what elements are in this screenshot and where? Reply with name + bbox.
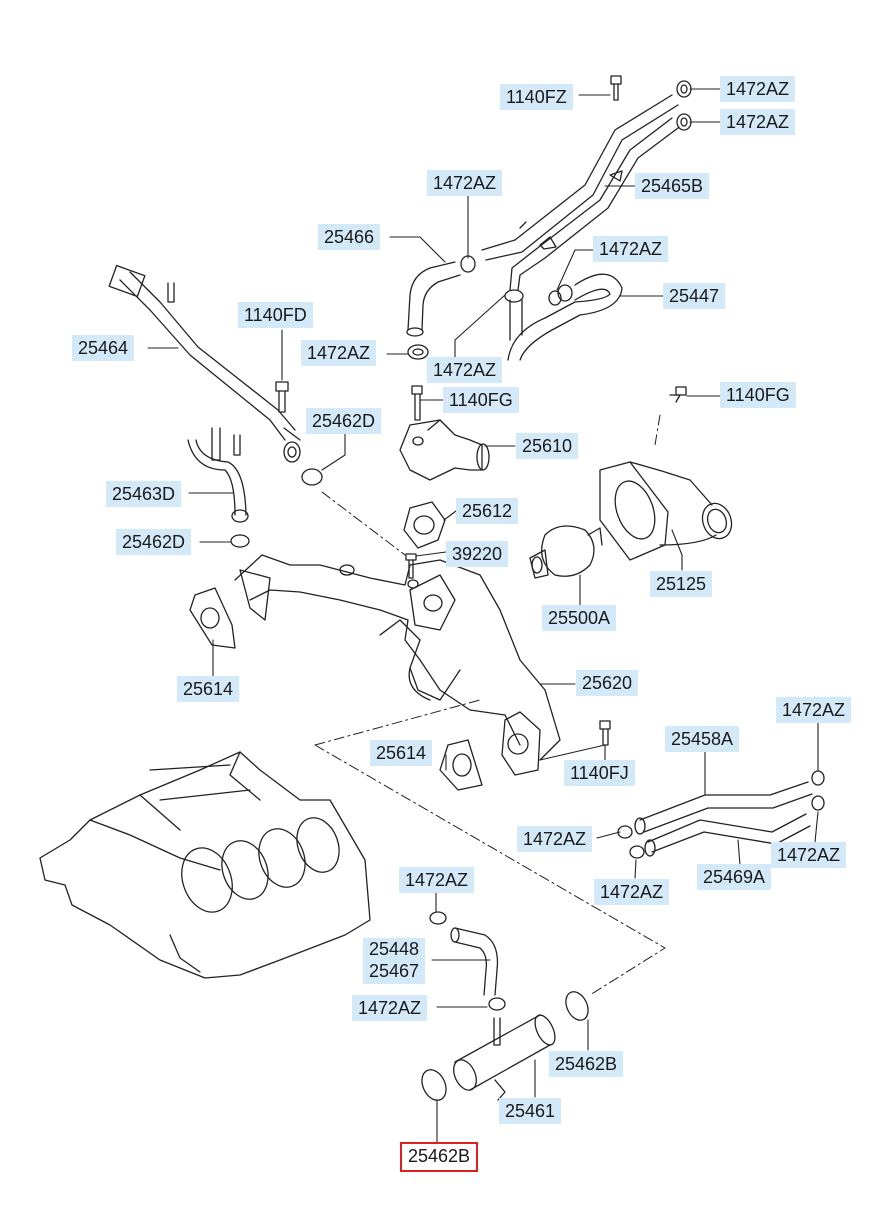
part-label-1140fj[interactable]: 1140FJ bbox=[564, 760, 635, 786]
part-label-25500a[interactable]: 25500A bbox=[542, 605, 617, 631]
hose-25466 bbox=[406, 255, 476, 337]
part-label-1140fz[interactable]: 1140FZ bbox=[500, 84, 573, 110]
o-ring-25462b-b bbox=[421, 1069, 447, 1101]
part-label-25458a[interactable]: 25458A bbox=[665, 726, 740, 752]
o-ring-25462d-a bbox=[301, 468, 323, 486]
bolt-1140fj bbox=[599, 720, 611, 746]
part-label-1472az-j[interactable]: 1472AZ bbox=[352, 995, 428, 1021]
gasket-25612 bbox=[403, 501, 446, 549]
part-label-25125[interactable]: 25125 bbox=[650, 571, 713, 597]
hose-clamp-top-2 bbox=[676, 113, 692, 131]
part-label-1472az-g[interactable]: 1472AZ bbox=[771, 842, 847, 868]
part-label-1140fg-a[interactable]: 1140FG bbox=[443, 387, 519, 413]
part-label-1472az-i[interactable]: 1472AZ bbox=[399, 867, 475, 893]
part-label-1472az-f[interactable]: 1472AZ bbox=[517, 826, 593, 852]
part-label-1472az-h[interactable]: 1472AZ bbox=[594, 879, 670, 905]
part-label-25612[interactable]: 25612 bbox=[456, 498, 519, 524]
part-label-25462d-b[interactable]: 25462D bbox=[116, 529, 192, 555]
part-label-1472az-d[interactable]: 1472AZ bbox=[427, 357, 503, 383]
part-label-1472az-top-2[interactable]: 1472AZ bbox=[720, 109, 796, 135]
part-label-25463d[interactable]: 25463D bbox=[106, 481, 182, 507]
outlet-25125 bbox=[599, 461, 733, 561]
part-label-25614-a[interactable]: 25614 bbox=[177, 676, 240, 702]
part-label-25461[interactable]: 25461 bbox=[499, 1098, 562, 1124]
manifold-25620 bbox=[234, 554, 561, 776]
part-label-25610[interactable]: 25610 bbox=[516, 433, 579, 459]
housing-25610 bbox=[399, 419, 490, 481]
part-label-1472az-e[interactable]: 1472AZ bbox=[776, 697, 852, 723]
leader-lines bbox=[147, 88, 819, 1143]
part-label-1140fg-b[interactable]: 1140FG bbox=[720, 382, 796, 408]
part-label-1472az-b[interactable]: 1472AZ bbox=[593, 236, 669, 262]
hose-clamp-top-1 bbox=[676, 80, 692, 98]
part-label-25464[interactable]: 25464 bbox=[72, 335, 135, 361]
pipe-25465b bbox=[481, 94, 679, 291]
part-label-25462b-a[interactable]: 25462B bbox=[549, 1051, 624, 1077]
part-label-25467: 25467 bbox=[369, 961, 420, 981]
part-label-1472az-c[interactable]: 1472AZ bbox=[301, 340, 377, 366]
pipe-25458a bbox=[634, 781, 813, 857]
bolt-1140fd bbox=[275, 381, 289, 413]
part-label-25465b[interactable]: 25465B bbox=[635, 173, 710, 199]
part-label-25614-b[interactable]: 25614 bbox=[370, 740, 433, 766]
engine-block bbox=[39, 751, 371, 979]
bolt-1140fz bbox=[610, 75, 622, 101]
part-label-1140fd[interactable]: 1140FD bbox=[238, 302, 313, 328]
hose-clamps-lower-right bbox=[617, 770, 825, 859]
thermostat-25500a bbox=[529, 525, 603, 579]
part-label-25466[interactable]: 25466 bbox=[318, 224, 381, 250]
part-label-25447[interactable]: 25447 bbox=[663, 283, 726, 309]
part-label-25620[interactable]: 25620 bbox=[576, 670, 639, 696]
o-ring-25462b-a bbox=[565, 991, 589, 1021]
part-label-25462d-a[interactable]: 25462D bbox=[306, 408, 382, 434]
hose-25448 bbox=[429, 911, 506, 1011]
part-label-1472az-a[interactable]: 1472AZ bbox=[427, 170, 503, 196]
bolt-1140fg-a bbox=[411, 385, 423, 421]
part-label-25469a[interactable]: 25469A bbox=[697, 864, 772, 890]
part-label-25448-25467[interactable]: 25448 25467 bbox=[363, 938, 426, 984]
part-label-25448: 25448 bbox=[369, 939, 420, 959]
pipe-25461 bbox=[453, 1014, 556, 1101]
gasket-25614-b bbox=[439, 739, 483, 791]
part-label-25462b-selected[interactable]: 25462B bbox=[400, 1142, 479, 1172]
hose-clamp-c bbox=[407, 344, 429, 360]
o-ring-25462d-b bbox=[230, 534, 250, 548]
pipe-25463d bbox=[187, 427, 249, 523]
part-label-39220[interactable]: 39220 bbox=[446, 541, 509, 567]
bolt-1140fg-b bbox=[669, 386, 687, 403]
assembly-center-lines bbox=[314, 414, 666, 996]
hose-25447 bbox=[504, 273, 623, 361]
pipe-25464 bbox=[108, 264, 301, 463]
part-label-1472az-top-1[interactable]: 1472AZ bbox=[720, 76, 796, 102]
gasket-25614-a bbox=[189, 587, 236, 649]
